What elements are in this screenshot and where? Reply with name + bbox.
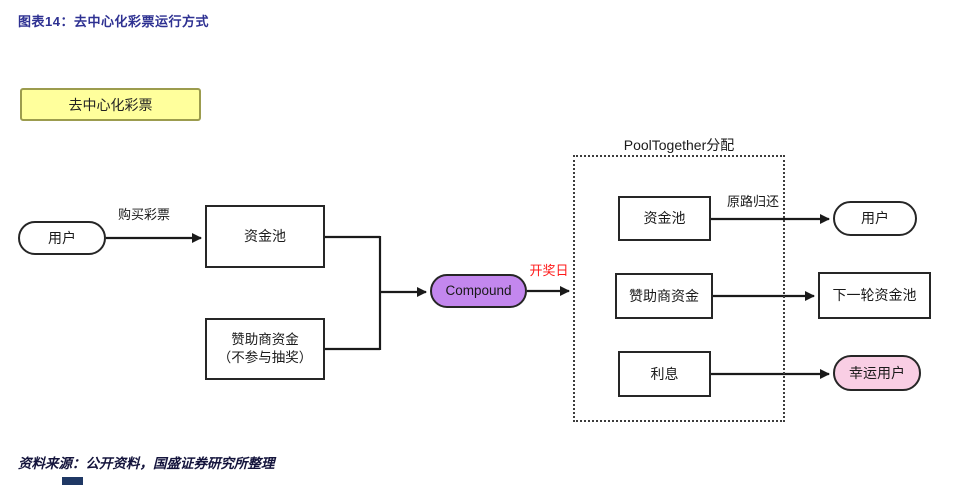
node-lucky-user: 幸运用户 <box>833 355 921 391</box>
pooltogether-group-box <box>573 155 785 422</box>
edge-label-buy-lottery: 购买彩票 <box>117 207 170 222</box>
node-sponsor-fund-right: 赞助商资金 <box>615 273 713 319</box>
node-compound: Compound <box>430 274 527 308</box>
node-next-round-pool: 下一轮资金池 <box>818 272 931 319</box>
footer-accent-square <box>62 477 83 485</box>
node-fund-pool-left: 资金池 <box>205 205 325 268</box>
node-fund-pool-right: 资金池 <box>618 196 711 241</box>
legend-decentralized-lottery: 去中心化彩票 <box>20 88 201 121</box>
node-user-left: 用户 <box>18 221 106 255</box>
pooltogether-group-title: PoolTogether分配 <box>623 137 735 153</box>
edge-label-draw-day: 开奖日 <box>529 263 569 278</box>
legend-label: 去中心化彩票 <box>68 96 153 113</box>
node-interest: 利息 <box>618 351 711 397</box>
figure-title: 图表14：去中心化彩票运行方式 <box>18 14 209 29</box>
node-user-right: 用户 <box>833 201 917 236</box>
node-sponsor-fund-left: 赞助商资金 （不参与抽奖） <box>205 318 325 380</box>
edge-label-return-original-route: 原路归还 <box>726 194 779 209</box>
source-note: 资料来源：公开资料，国盛证券研究所整理 <box>18 456 275 471</box>
